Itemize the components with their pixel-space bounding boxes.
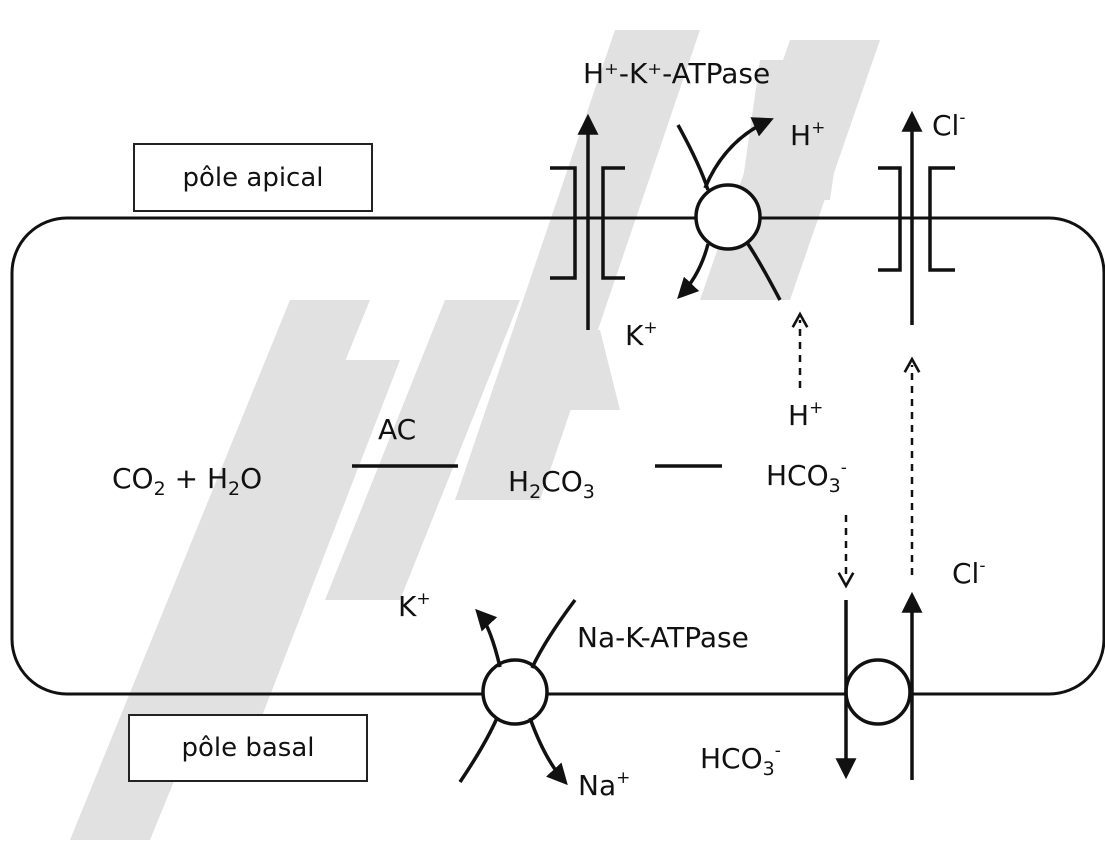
h-plus-top-label: H+ <box>790 118 826 152</box>
pole-apical-box: pôle apical <box>133 143 373 212</box>
k-plus-top-label: K+ <box>625 318 658 352</box>
k-plus-bottom-label: K+ <box>398 589 431 623</box>
hk-atpase-label: H⁺-K⁺-ATPase <box>583 57 771 90</box>
nak-atpase-label: Na-K-ATPase <box>577 621 749 654</box>
na-plus-label: Na+ <box>578 768 631 802</box>
watermark <box>70 30 880 840</box>
pole-basal-box: pôle basal <box>128 714 368 782</box>
apical-channel-left <box>550 166 625 280</box>
cl-minus-bottom-label: Cl- <box>952 556 986 590</box>
hco3-mid-label: HCO3- <box>766 458 847 497</box>
pole-basal-label: pôle basal <box>181 733 315 763</box>
co2-h2o-label: CO2 + H2O <box>112 462 263 500</box>
cell-outline <box>10 216 1105 696</box>
h2co3-label: H2CO3 <box>508 465 595 503</box>
hk-atpase-pump <box>676 117 782 301</box>
apical-channel-right <box>878 166 955 272</box>
ac-label: AC <box>378 413 417 446</box>
pole-apical-label: pôle apical <box>182 162 324 193</box>
cl-hco3-exchanger <box>835 591 923 780</box>
h-plus-mid-label: H+ <box>788 398 824 432</box>
hco3-bottom-label: HCO3- <box>700 741 781 780</box>
nak-atpase-pump <box>458 598 577 786</box>
cl-minus-top-label: Cl- <box>932 108 966 142</box>
